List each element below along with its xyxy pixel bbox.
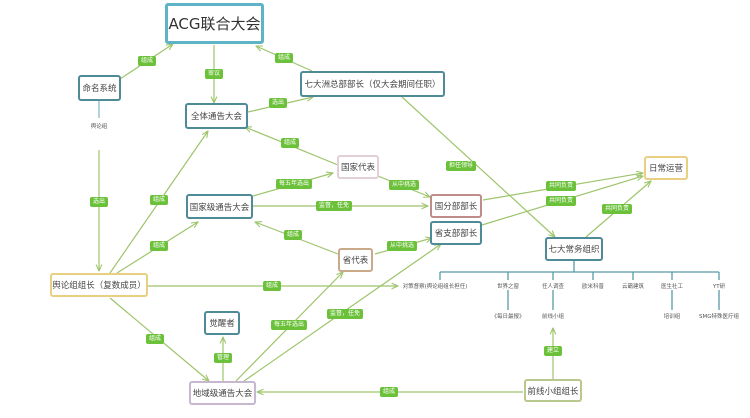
edge-label-opinion-general: 组成 bbox=[149, 195, 169, 205]
node-awakener[interactable]: 觉醒者 bbox=[204, 311, 240, 335]
node-opinion-group-leader[interactable]: 舆论组组长（复数成员） bbox=[50, 273, 148, 297]
edge-label-national-minister: 监督，任免 bbox=[315, 201, 353, 211]
node-general-assembly[interactable]: 全体通告大会 bbox=[185, 103, 248, 129]
org-child-investigation-sub: 前线小组 bbox=[541, 314, 565, 320]
org-child-world-window-sub: 《每日最报》 bbox=[491, 314, 525, 320]
node-frontline-team-leader[interactable]: 前线小组组长 bbox=[524, 379, 582, 402]
edge-label-national-rep: 每五年选出 bbox=[275, 179, 313, 189]
edge-label-continents-orgs: 担任领导 bbox=[445, 161, 477, 171]
org-child-supervision: 对策督察(舆论组组长担任) bbox=[402, 284, 468, 290]
node-national-branch-minister[interactable]: 国分部部长 bbox=[430, 194, 482, 218]
edge-label-regional-awakener: 管理 bbox=[213, 353, 233, 363]
org-child-construction: 云霸建筑 bbox=[621, 284, 645, 290]
node-seven-standing-orgs[interactable]: 七大常务组织 bbox=[545, 237, 603, 261]
edge-label-rep-general: 组成 bbox=[280, 138, 300, 148]
edge-label-naming-acg: 组成 bbox=[137, 56, 157, 66]
naming-sub-label: 舆论组 bbox=[90, 124, 108, 130]
edge-label-minister-daily: 共同负责 bbox=[545, 181, 577, 191]
node-acg-assembly[interactable]: ACG联合大会 bbox=[165, 3, 264, 44]
edge-label-opinion-national: 组成 bbox=[149, 241, 169, 251]
edge-label-prov-rep-national: 组成 bbox=[283, 230, 303, 240]
org-tree-lines bbox=[439, 261, 720, 310]
edge-label-naming-opinion: 选出 bbox=[89, 197, 109, 207]
edge-label-opinion-supervision: 组成 bbox=[262, 281, 282, 291]
org-child-investigation: 任人调查 bbox=[541, 284, 565, 290]
node-national-representative[interactable]: 国家代表 bbox=[337, 155, 379, 179]
node-national-assembly[interactable]: 国家级通告大会 bbox=[186, 194, 253, 219]
org-child-medical-social-sub: 培训组 bbox=[663, 314, 681, 320]
edge-label-frontline-squad: 建立 bbox=[543, 346, 563, 356]
org-child-yt-research: YT研 bbox=[712, 284, 726, 290]
node-provincial-representative[interactable]: 省代表 bbox=[338, 248, 373, 272]
edge-label-prov-daily: 共同负责 bbox=[545, 196, 577, 206]
node-naming-system[interactable]: 命名系统 bbox=[78, 75, 121, 101]
edge-label-regional-prov-rep: 每五年选出 bbox=[270, 320, 308, 330]
edge-label-frontline-regional: 组成 bbox=[379, 387, 399, 397]
edge-label-rep-minister: 从中挑选 bbox=[388, 180, 420, 190]
edge-label-continents-acg: 组成 bbox=[274, 53, 294, 63]
edge-label-prov-rep-minister: 从中挑选 bbox=[386, 241, 418, 251]
edge-label-general-continents: 选出 bbox=[268, 98, 288, 108]
org-child-world-window: 世界之窗 bbox=[496, 284, 520, 290]
org-child-yt-research-sub: SMG特殊医疗组 bbox=[699, 314, 739, 320]
edge-continents-orgs bbox=[401, 96, 555, 237]
edge-label-acg-general: 审议 bbox=[204, 69, 224, 79]
org-child-science: 欧米科普 bbox=[581, 284, 605, 290]
org-child-medical-social: 医生社工 bbox=[660, 284, 684, 290]
node-seven-continents-ministers[interactable]: 七大洲总部部长（仅大会期间任职） bbox=[300, 71, 445, 97]
node-provincial-branch-minister[interactable]: 省支部部长 bbox=[430, 221, 482, 245]
node-regional-assembly[interactable]: 地域级通告大会 bbox=[189, 381, 256, 405]
edge-label-regional-prov-minister: 监督，任免 bbox=[326, 309, 364, 319]
edge-label-orgs-daily: 共同负责 bbox=[601, 204, 633, 214]
edge-label-opinion-regional: 组成 bbox=[145, 334, 165, 344]
node-daily-operations[interactable]: 日常运营 bbox=[644, 156, 688, 180]
